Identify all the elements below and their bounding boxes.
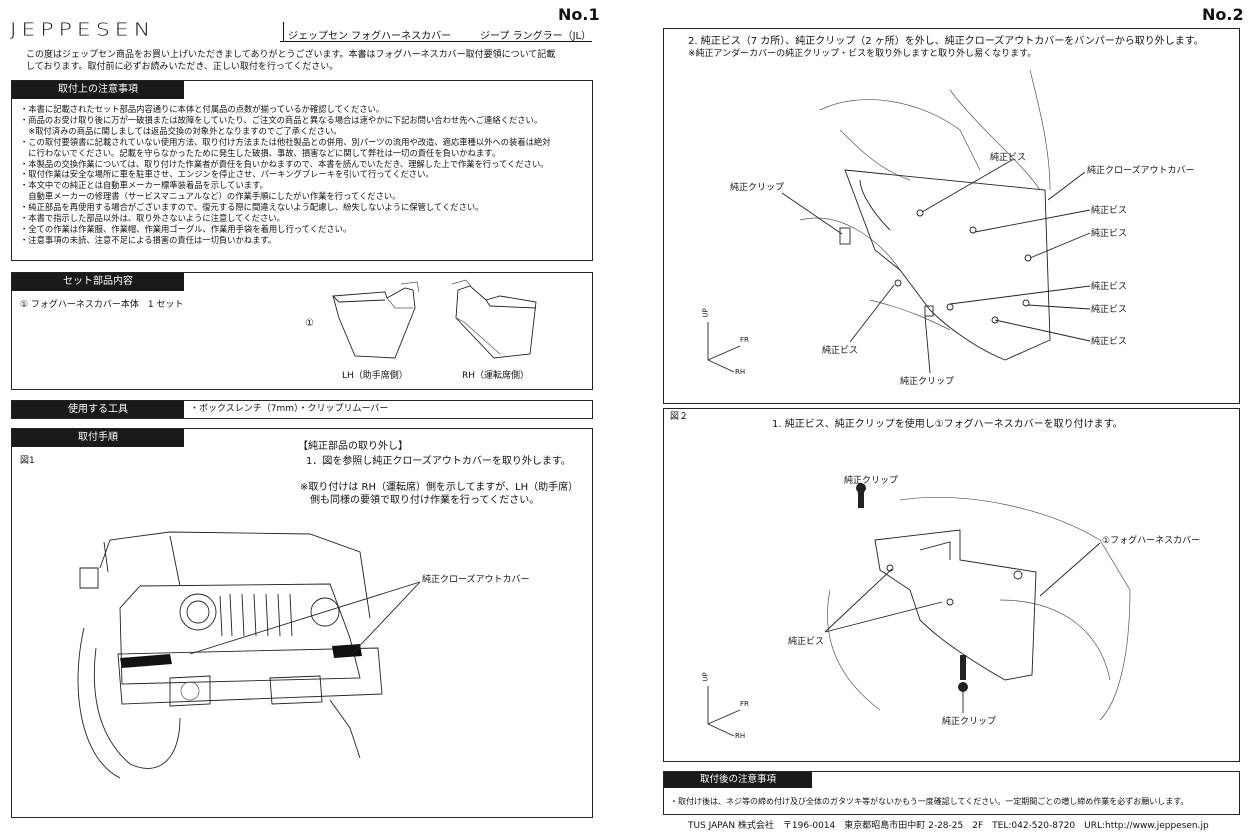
parts-marker: ① [305,318,314,329]
fig-a-box [663,28,1240,404]
step-2-note: ※純正アンダーカバーの純正クリップ・ビスを取り外しますと取り外し易くなります。 [688,49,1037,59]
tools-header: 使用する工具 [12,401,184,418]
title-product: ジェップセン フォグハーネスカバー [288,31,452,42]
fig-a-clip-left: 純正クリップ [730,183,785,193]
fig-a-screw-r1: 純正ビス [1091,206,1128,216]
harness-install-illustration [827,483,1131,721]
axis-up-b: UP [701,672,710,682]
step-2: 2. 純正ビス（7 カ所）、純正クリップ（2 ヶ所）を外し、純正クローズアウトカ… [688,36,1204,47]
axis-indicator-b [707,686,741,737]
after-text: ・取付け後は、ネジ等の締め付け及び全体のガタツキ等がないかもう一度確認してくださ… [670,797,1189,806]
axis-fr-a: FR [740,336,749,344]
footer-contact: TUS JAPAN 株式会社 〒196-0014 東京都昭島市田中町 2-28-… [688,821,1209,831]
after-box [663,771,1240,815]
fig2-harness-label: ①フォグハーネスカバー [1102,536,1201,546]
bumper-removal-illustration [799,69,1051,361]
fig-a-screw-r4: 純正ビス [1091,305,1128,315]
intro-text: この度はジェップセン商品をお買い上げいただきましてありがとうございます。本書はフ… [26,50,556,72]
axis-up-a: UP [701,308,710,318]
fig-a-cover-label: 純正クローズアウトカバー [1087,166,1195,176]
axis-fr-b: FR [740,700,749,708]
fig1-label: 図1 [20,456,35,466]
title-vehicle: ジープ ラングラー（JL） [480,31,592,42]
tools-box [11,400,593,419]
fig-a-screw-top: 純正ビス [990,153,1027,163]
notes-header: 取付上の注意事項 [12,81,184,99]
axis-rh-b: RH [735,732,746,740]
fig-a-clip-bottom: 純正クリップ [900,377,955,387]
fig2-clip-top: 純正クリップ [844,476,899,486]
step-title: 【純正部品の取り外し】 [298,441,408,452]
step-note: ※取り付けは RH（運転席）側を示してますが、LH（助手席） 側も同様の要領で取… [300,482,579,506]
step-3: 1. 純正ビス、純正クリップを使用し①フォグハーネスカバーを取り付けます。 [772,419,1123,430]
fig1-callout-leaders [189,581,421,655]
fig2-box [663,408,1240,762]
notes-box [11,80,593,261]
page-number-1: No.1 [558,5,600,24]
fig-a-screw-r2: 純正ビス [1091,229,1128,239]
page-number-2: No.2 [1202,5,1244,24]
fig-a-leaders [781,159,1091,374]
title-rule [280,41,592,42]
parts-box [11,272,593,390]
steps-box [11,428,593,818]
fig-a-screw-left: 純正ビス [822,346,859,356]
fig2-label: 図２ [670,412,689,422]
fig2-screw-label: 純正ビス [788,637,825,647]
tools-text: ・ボックスレンチ（7mm）・クリップリムーバー [190,404,389,414]
fig2-clip-bottom: 純正クリップ [942,717,997,727]
parts-lh-illustration [332,281,420,359]
parts-lh-label: LH（助手席側） [342,371,408,381]
parts-item: ① フォグハーネスカバー本体 1 セット [20,300,184,310]
title-divider [283,22,284,41]
fig1-callout: 純正クローズアウトカバー [422,575,530,585]
parts-rh-label: RH（運転席側） [462,371,530,381]
step-1: 1．図を参照し純正クローズアウトカバーを取り外します。 [306,456,571,467]
fig2-leaders [824,484,1101,713]
brand-logo: JEPPESEN [10,20,156,41]
notes-text: ・本書に記載されたセット部品内容通りに本体と付属品の点数が揃っているか確認してく… [20,104,551,245]
fig-a-screw-r3: 純正ビス [1091,282,1128,292]
axis-indicator-a [707,322,741,373]
parts-header: セット部品内容 [12,273,184,291]
jeep-front-illustration [77,531,383,779]
parts-rh-illustration [451,279,537,359]
steps-header: 取付手順 [12,429,184,447]
fig-a-screw-r5: 純正ビス [1091,337,1128,347]
after-header: 取付後の注意事項 [664,772,812,788]
axis-rh-a: RH [735,368,746,376]
